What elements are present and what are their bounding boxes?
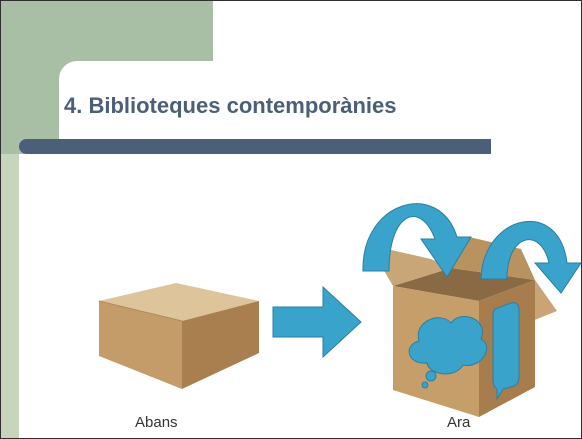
caption-before: Abans xyxy=(135,414,178,431)
thought-bubble-icon xyxy=(408,315,488,389)
right-arrow-icon xyxy=(272,285,362,359)
closed-box-icon xyxy=(98,283,259,389)
caption-after: Ara xyxy=(447,414,471,431)
curved-arrow-icon xyxy=(480,221,581,294)
slide-title: 4. Biblioteques contemporànies xyxy=(64,93,397,118)
curved-arrow-icon xyxy=(362,203,472,278)
speech-bubble-icon xyxy=(492,302,520,401)
title-underline-bar xyxy=(19,139,491,154)
